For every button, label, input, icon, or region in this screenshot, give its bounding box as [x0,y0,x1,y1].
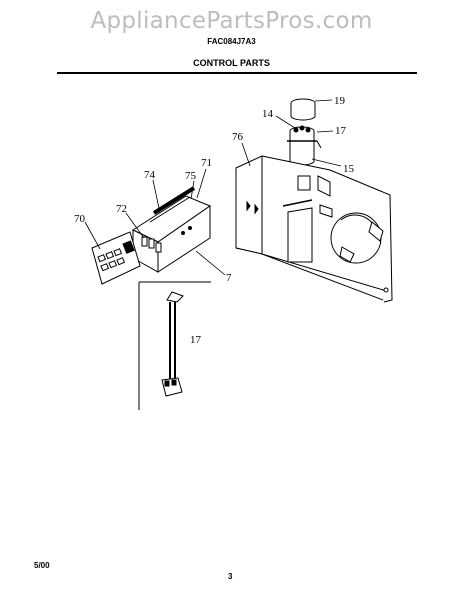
callout-72: 72 [116,203,127,215]
section-title: CONTROL PARTS [193,58,270,68]
capacitor-cap [290,98,316,121]
callout-70: 70 [74,213,86,225]
page-number: 3 [228,572,233,581]
callout-19: 19 [334,95,346,107]
callout-75: 75 [185,170,197,182]
callout-76: 76 [232,131,244,143]
callout-17-top: 17 [335,125,347,137]
callout-14: 14 [262,108,274,120]
callout-74: 74 [144,169,156,181]
callout-71: 71 [201,157,212,169]
leader-lines [84,99,342,276]
partition-panel [235,155,393,303]
wire-harness-inset [138,281,211,410]
model-number: FAC084J7A3 [207,37,256,46]
control-panel [91,231,141,285]
callout-7: 7 [226,272,232,284]
callout-15: 15 [343,163,355,175]
capacitor [287,125,322,166]
revision-date: 5/00 [34,561,50,570]
control-box [131,186,212,273]
title-rule [57,72,417,74]
watermark: AppliancePartsPros.com [90,8,373,34]
callout-17-inset: 17 [190,334,202,346]
